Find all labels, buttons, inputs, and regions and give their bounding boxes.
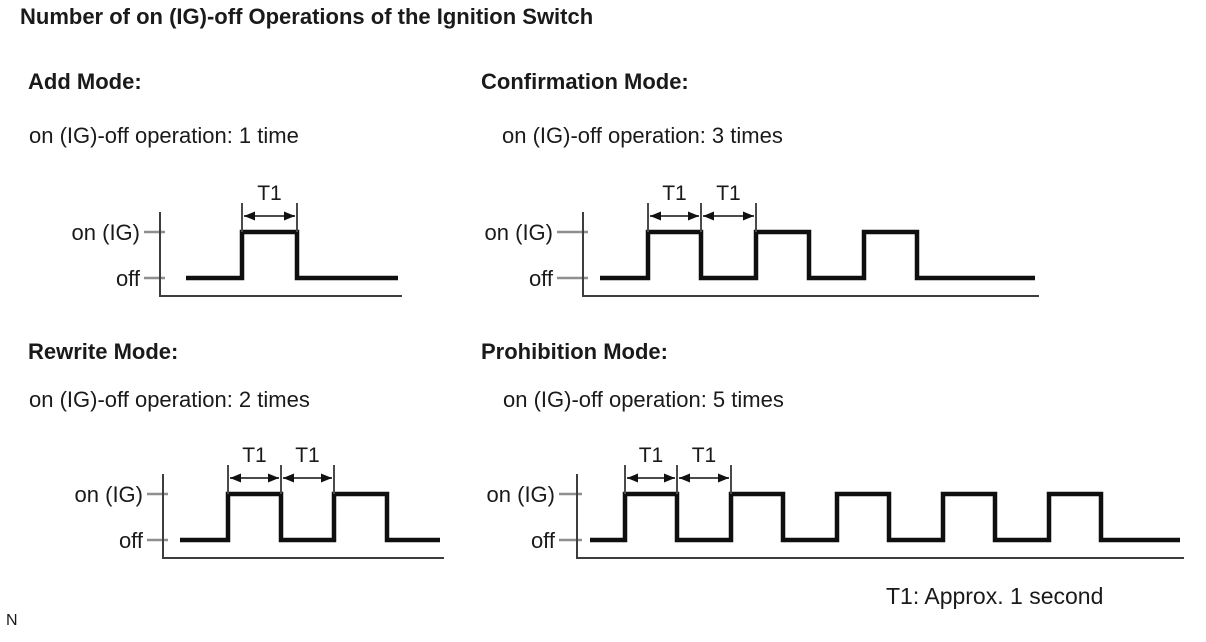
page-marker: N [6,612,18,629]
signal-plot: on (IG) off T1 T1 [485,182,1039,297]
t1-label: T1 [639,444,664,467]
signal-waveform-path [590,491,1180,543]
off-level-label: off [531,528,556,553]
arrow-left-head [650,211,661,221]
t1-label: T1 [295,444,320,467]
t1-label: T1 [662,182,687,205]
off-level-label: off [119,528,144,553]
arrow-left-head [283,473,294,483]
waveform-add-mode: on (IG) off T1 [40,178,410,305]
signal-waveform-path [600,229,1035,281]
on-level-label: on (IG) [487,482,555,507]
signal-waveform-path [186,229,398,281]
rewrite-mode-heading: Rewrite Mode: [28,339,179,364]
t1-note: T1: Approx. 1 second [886,583,1104,609]
confirmation-mode-operation: on (IG)-off operation: 3 times [502,123,783,148]
waveform-prohibition-mode: on (IG) off T1 T1 [460,440,1190,567]
off-level-label: off [529,266,554,291]
add-mode-operation: on (IG)-off operation: 1 time [29,123,299,148]
t1-label: T1 [692,444,717,467]
t1-label: T1 [257,182,282,205]
on-level-label: on (IG) [485,220,553,245]
arrow-left-head [703,211,714,221]
arrow-left-head [679,473,690,483]
waveform-rewrite-mode: on (IG) off T1 T1 [40,440,450,567]
arrow-left-head [230,473,241,483]
t1-label: T1 [716,182,741,205]
t1-label: T1 [242,444,267,467]
prohibition-mode-heading: Prohibition Mode: [481,339,668,364]
arrow-left-head [244,211,255,221]
on-level-label: on (IG) [72,220,140,245]
add-mode-heading: Add Mode: [28,69,142,94]
signal-plot: on (IG) off T1 T1 [75,444,444,559]
arrow-right-head [664,473,675,483]
arrow-right-head [284,211,295,221]
arrow-right-head [718,473,729,483]
page-title: Number of on (IG)-off Operations of the … [20,4,594,29]
waveform-confirmation-mode: on (IG) off T1 T1 [460,178,1045,305]
confirmation-mode-heading: Confirmation Mode: [481,69,689,94]
signal-plot: on (IG) off T1 [72,182,402,297]
signal-plot: on (IG) off T1 T1 [487,444,1184,559]
arrow-right-head [268,473,279,483]
arrow-right-head [688,211,699,221]
arrow-right-head [321,473,332,483]
off-level-label: off [116,266,141,291]
arrow-right-head [743,211,754,221]
signal-waveform-path [180,491,440,543]
on-level-label: on (IG) [75,482,143,507]
prohibition-mode-operation: on (IG)-off operation: 5 times [503,387,784,412]
rewrite-mode-operation: on (IG)-off operation: 2 times [29,387,310,412]
arrow-left-head [627,473,638,483]
